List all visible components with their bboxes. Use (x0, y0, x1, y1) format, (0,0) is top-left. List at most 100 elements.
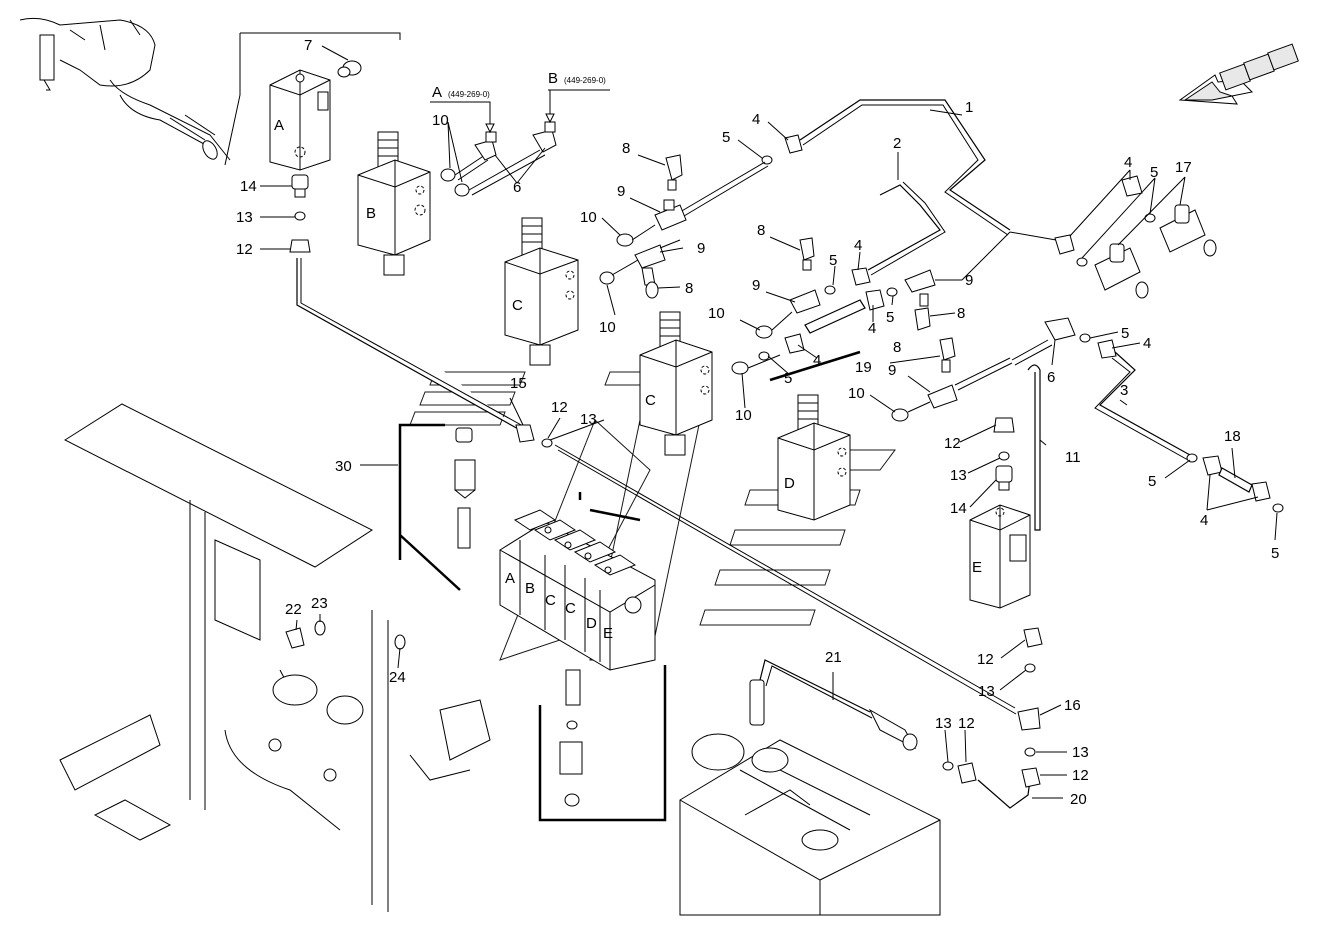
bracket-30 (398, 423, 641, 591)
tee-9-upper (654, 154, 687, 231)
manifold-letter-e: E (603, 625, 613, 642)
fitting-10-lower-c (731, 351, 781, 375)
bolt-22 (285, 627, 305, 649)
valve-letter-c-upper: C (512, 297, 523, 314)
label-6: 6 (1047, 369, 1055, 386)
valve-letter-e: E (972, 559, 982, 576)
label-10: 10 (848, 385, 865, 402)
label-5: 5 (1271, 545, 1279, 562)
fitting-7 (337, 60, 362, 78)
label-10: 10 (432, 112, 449, 129)
reference-letter-a: A (432, 84, 442, 101)
tube-16-diagonal (554, 444, 1017, 715)
label-3: 3 (1120, 382, 1128, 399)
label-9: 9 (697, 240, 705, 257)
manifold-letter-a: A (505, 570, 515, 587)
label-19: 19 (855, 359, 872, 376)
hose-21-fittings (749, 679, 977, 784)
manifold-letter-d: D (586, 615, 597, 632)
reference-a: A (449-269-0) (430, 84, 495, 134)
label-12: 12 (1072, 767, 1089, 784)
tube-15 (296, 258, 521, 431)
tube-11 (1027, 364, 1041, 531)
label-7: 7 (304, 37, 312, 54)
label-8: 8 (622, 140, 630, 157)
label-5: 5 (1121, 325, 1129, 342)
fittings-near-18 (1186, 453, 1284, 513)
label-13: 13 (580, 411, 597, 428)
label-16: 16 (1064, 697, 1081, 714)
fittings-top-right (1009, 175, 1217, 299)
tube-2 (867, 184, 941, 271)
label-5: 5 (1148, 473, 1156, 490)
label-4: 4 (1200, 512, 1208, 529)
leader-lines (260, 45, 1278, 799)
label-12: 12 (236, 241, 253, 258)
control-valve-block: A B C C D E (499, 509, 656, 671)
label-12: 12 (958, 715, 975, 732)
valve-letter-a: A (274, 117, 284, 134)
fittings-10-b (440, 149, 546, 197)
label-9: 9 (888, 362, 896, 379)
fittings-tube-1 (679, 134, 803, 217)
label-12: 12 (551, 399, 568, 416)
label-30: 30 (335, 458, 352, 475)
manifold-letter-c1: C (545, 592, 556, 609)
label-22: 22 (285, 601, 302, 618)
label-11: 11 (1065, 449, 1081, 466)
direction-arrow-icon (1178, 43, 1299, 105)
valve-block-e: E (969, 504, 1031, 609)
fitting-stack-right (993, 417, 1015, 491)
label-9: 9 (617, 183, 625, 200)
reference-letter-b: B (548, 70, 558, 87)
valve-block-d: D (777, 394, 851, 521)
label-13: 13 (236, 209, 253, 226)
label-13: 13 (978, 683, 995, 700)
label-23: 23 (311, 595, 328, 612)
valve-letter-b: B (366, 205, 376, 222)
bracket-19 (769, 350, 861, 382)
label-10: 10 (708, 305, 725, 322)
reference-b: B (449-269-0) (545, 70, 610, 124)
hydraulic-tank (679, 733, 941, 916)
label-20: 20 (1070, 791, 1087, 808)
label-13: 13 (935, 715, 952, 732)
valve-block-c-upper: C (504, 217, 579, 366)
label-21: 21 (825, 649, 842, 666)
label-5: 5 (886, 309, 894, 326)
label-4: 4 (1124, 154, 1132, 171)
label-5: 5 (722, 129, 730, 146)
label-4: 4 (813, 352, 821, 369)
label-9: 9 (965, 272, 973, 289)
tube-3 (1099, 351, 1191, 456)
label-8: 8 (757, 222, 765, 239)
reference-code-a: (449-269-0) (448, 90, 490, 99)
label-13: 13 (1072, 744, 1089, 761)
label-17: 17 (1175, 159, 1192, 176)
label-4: 4 (854, 237, 862, 254)
elbow-6-right (1011, 317, 1117, 366)
label-13: 13 (950, 467, 967, 484)
fittings-middle-group (755, 237, 936, 354)
label-6: 6 (513, 179, 521, 196)
machine-frame (59, 403, 491, 912)
label-10: 10 (599, 319, 616, 336)
label-12: 12 (944, 435, 961, 452)
washer-24 (394, 634, 406, 650)
label-2: 2 (893, 135, 901, 152)
reference-code-b: (449-269-0) (564, 76, 606, 85)
label-8: 8 (893, 339, 901, 356)
label-14: 14 (240, 178, 257, 195)
label-9: 9 (752, 277, 760, 294)
cartridge-upper (454, 427, 476, 549)
label-4: 4 (752, 111, 760, 128)
part-number-labels: 1 2 3 4 4 4 4 4 4 4 5 5 5 5 5 5 5 5 6 6 … (236, 37, 1279, 808)
fittings-20 (1017, 627, 1043, 788)
valve-block-c-middle: C (639, 311, 713, 456)
tee-9-upper-c (599, 239, 681, 299)
label-10: 10 (735, 407, 752, 424)
label-24: 24 (389, 669, 406, 686)
tube-21 (759, 659, 871, 713)
manifold-letter-c2: C (565, 600, 576, 617)
